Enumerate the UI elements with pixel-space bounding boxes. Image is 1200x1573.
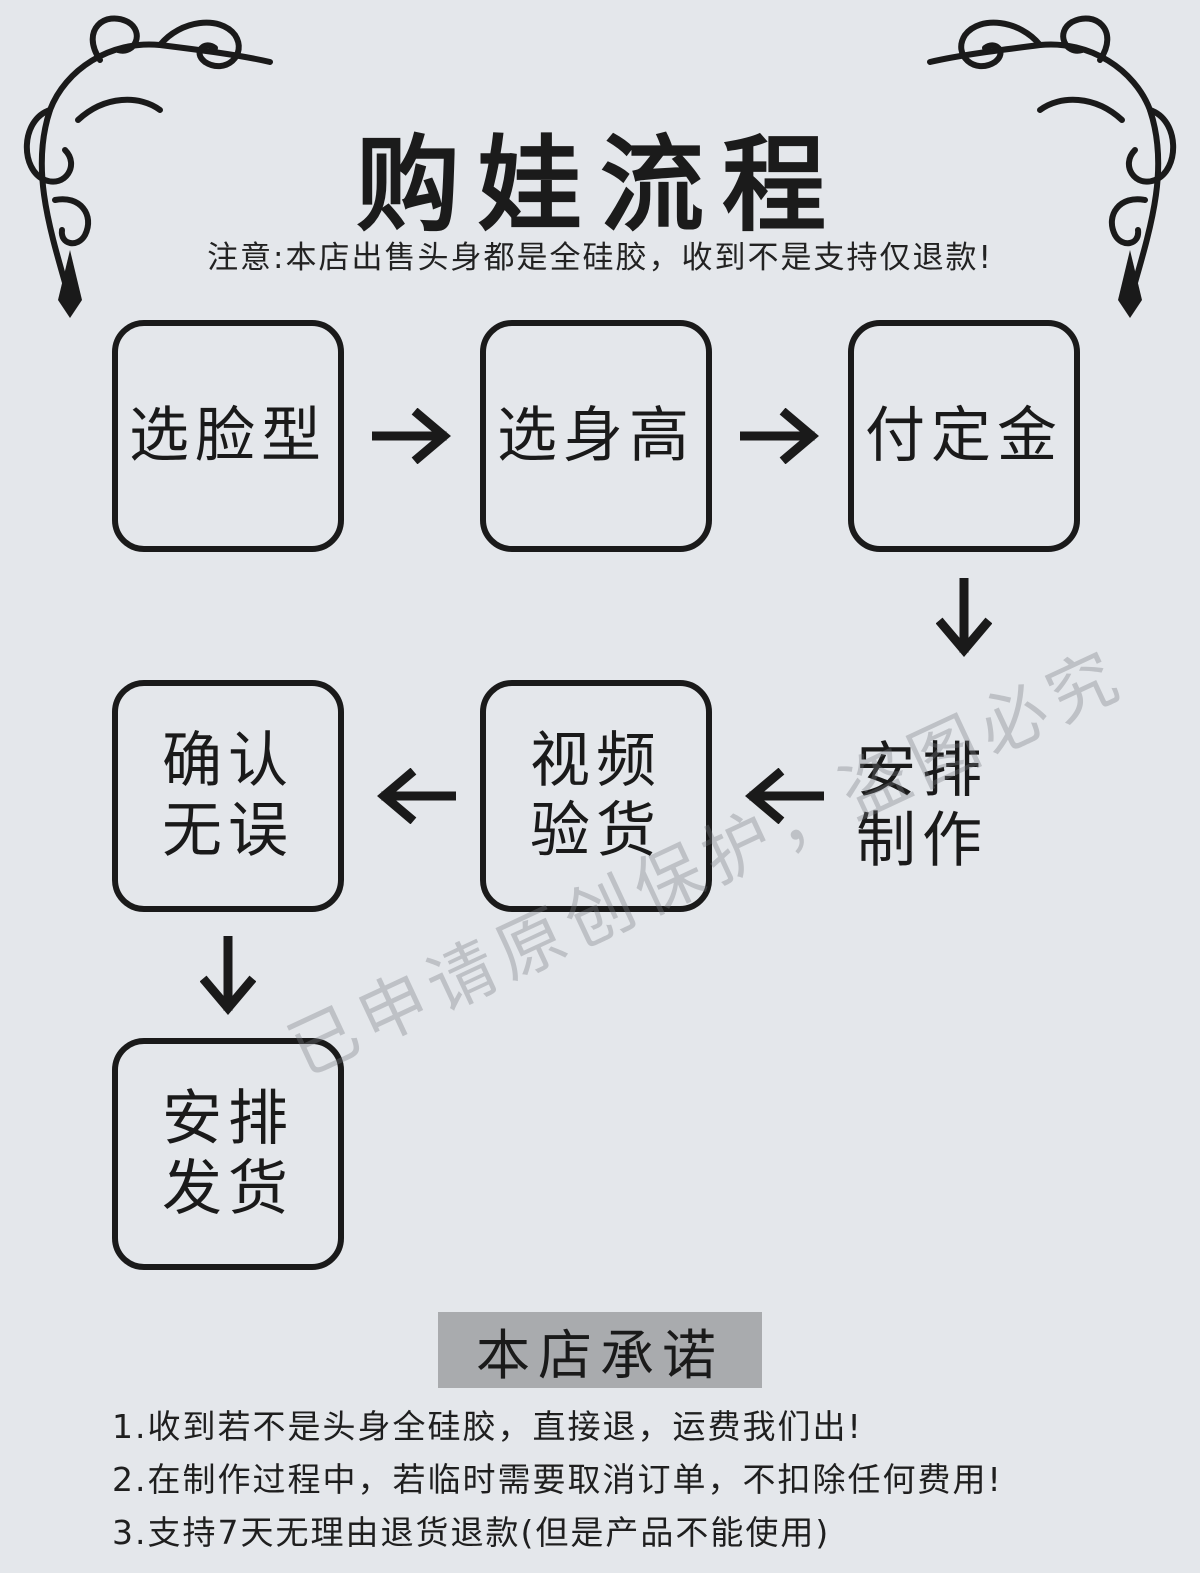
arrow-right-icon [740,408,819,464]
page-title: 购娃流程 [355,124,844,246]
ornament-corner-icon [23,15,273,318]
step-arrange-shipping: 安排发货 [112,1038,344,1270]
step-arrange-production: 安排制作 [856,736,988,876]
ornament-corner-icon [927,15,1177,318]
step-label: 选身高 [497,401,695,471]
step-label: 安排发货 [162,1084,294,1224]
arrow-left-icon [377,768,456,824]
step-choose-height: 选身高 [480,320,712,552]
step-confirm: 确认无误 [112,680,344,912]
step-label: 付定金 [865,401,1063,471]
promise-title: 本店承诺 [476,1323,724,1387]
step-pay-deposit: 付定金 [848,320,1080,552]
list-item: 1.收到若不是头身全硅胶，直接退，运费我们出! [112,1407,863,1446]
step-video-inspection: 视频验货 [480,680,712,912]
arrow-left-icon [745,768,824,824]
arrow-down-icon [200,936,256,1015]
arrow-down-icon [936,578,992,657]
list-item: 3.支持7天无理由退货退款(但是产品不能使用) [112,1513,831,1552]
step-label: 视频验货 [530,726,662,866]
step-label: 选脸型 [129,401,327,471]
step-label: 确认无误 [162,726,294,866]
arrow-right-icon [372,408,451,464]
promise-header: 本店承诺 [438,1312,762,1388]
list-item: 2.在制作过程中，若临时需要取消订单，不扣除任何费用! [112,1460,1003,1499]
step-choose-face: 选脸型 [112,320,344,552]
notice-text: 注意:本店出售头身都是全硅胶，收到不是支持仅退款! [207,240,993,276]
promise-list: 1.收到若不是头身全硅胶，直接退，运费我们出! 2.在制作过程中，若临时需要取消… [112,1400,1192,1559]
